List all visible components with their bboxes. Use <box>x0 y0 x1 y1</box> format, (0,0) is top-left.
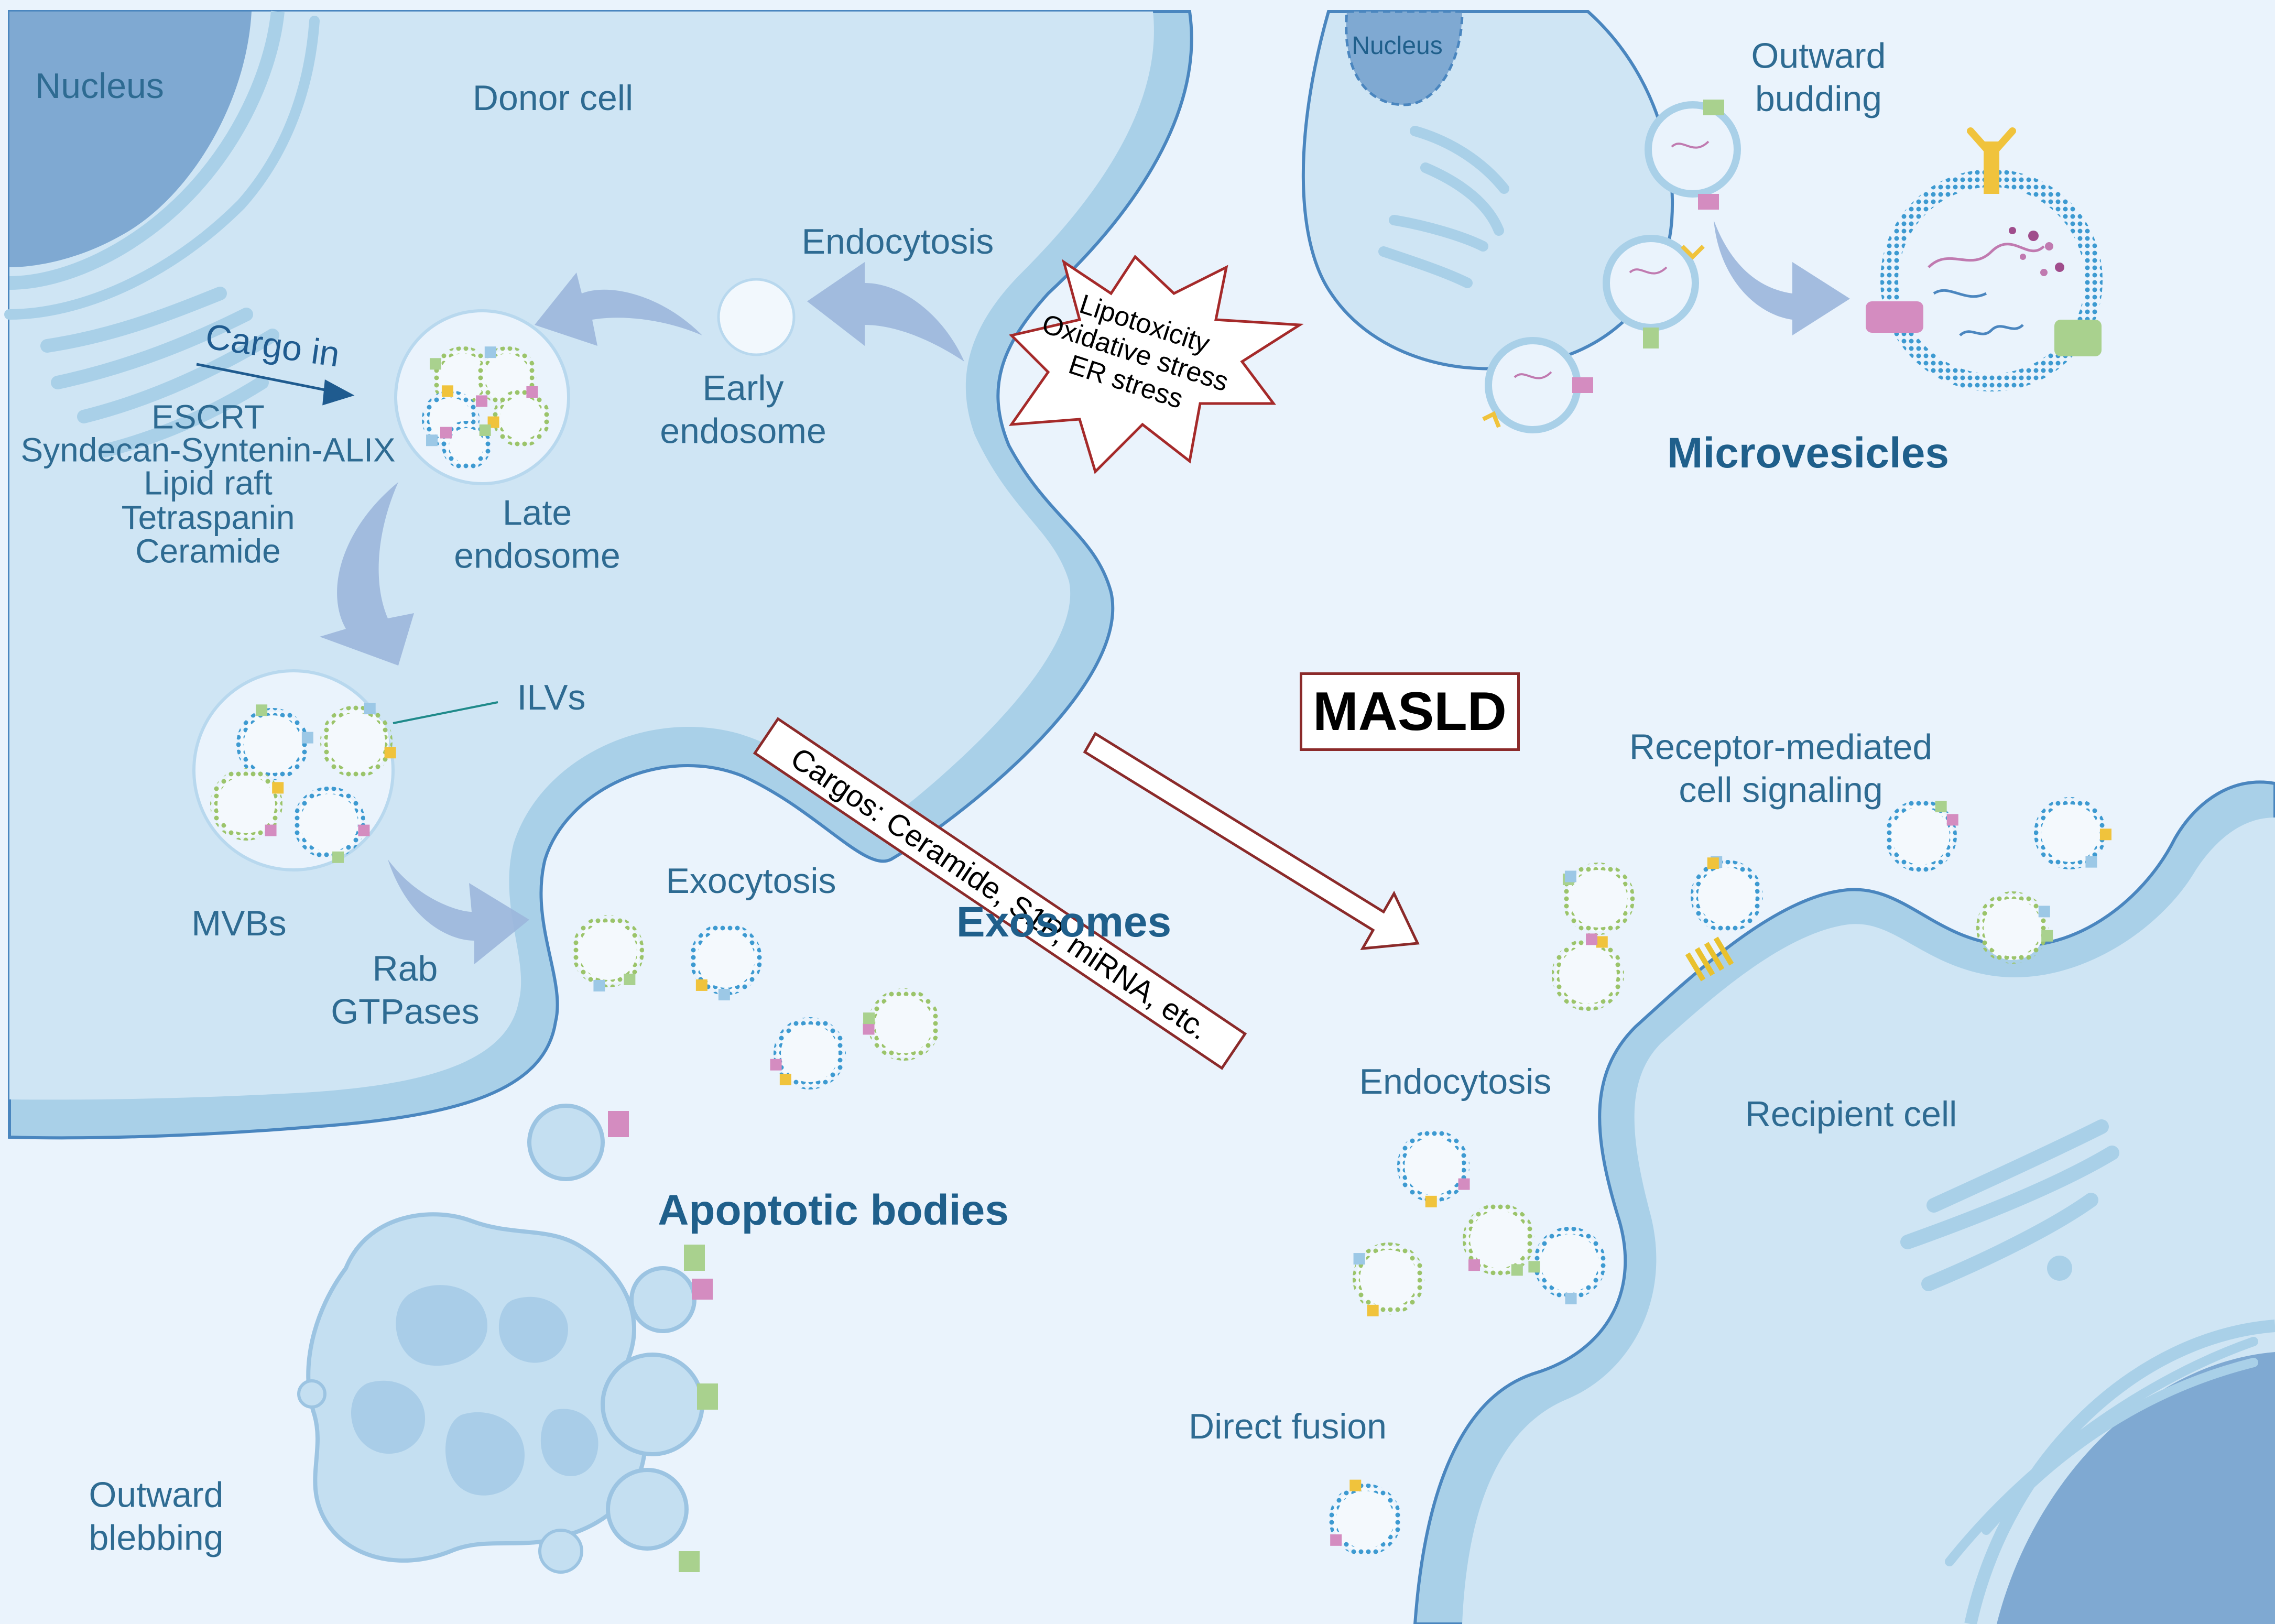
apoptotic-cell <box>306 1212 648 1563</box>
exosome-vesicle <box>320 703 396 778</box>
early-endosome-label: Early endosome <box>660 368 826 451</box>
recipient-receptor <box>1685 936 1734 982</box>
cargo-in-arrow <box>196 363 355 406</box>
exosome-vesicles <box>210 346 2111 1556</box>
masld-box: MASLD <box>1300 672 1520 751</box>
microvesicle-large-markers <box>1866 127 2102 356</box>
arrow-mvb-to-exocytosis <box>388 859 529 964</box>
sorting-lipid-raft: Lipid raft <box>144 464 273 502</box>
exosome-vesicle <box>487 386 550 447</box>
exosomes-title: Exosomes <box>956 898 1172 946</box>
donor-nucleus <box>9 12 252 267</box>
recipient-endocytosis-label: Endocytosis <box>1359 1062 1552 1102</box>
recipient-golgi <box>1900 1119 2119 1291</box>
donor-cell-title: Donor cell <box>472 78 634 118</box>
exosome-vesicle <box>236 704 313 780</box>
sorting-syndecan: Syndecan-Syntenin-ALIX <box>20 431 396 469</box>
exosome-vesicle <box>440 421 491 470</box>
exosome-vesicle <box>690 923 762 1000</box>
exosome-vesicle <box>1552 933 1624 1011</box>
exosome-vesicle <box>1463 1203 1535 1276</box>
apoptotic-bodies-title: Apoptotic bodies <box>658 1186 1009 1234</box>
arrow-late-to-mvb <box>320 482 414 666</box>
microvesicle-golgi <box>1378 126 1509 288</box>
exosome-vesicle <box>293 787 370 863</box>
microvesicle-large-cargo <box>1928 227 2064 336</box>
sorting-tetraspanin: Tetraspanin <box>121 498 295 537</box>
exosome-vesicle <box>1976 891 2053 964</box>
ilv-leader-line <box>393 701 498 724</box>
microvesicle-large <box>1887 176 2096 385</box>
donor-endocytosis-label: Endocytosis <box>801 222 994 262</box>
early-endosome <box>717 278 796 356</box>
recipient-nucleus-envelope <box>1964 1320 2275 1624</box>
donor-golgi <box>40 287 279 457</box>
donor-nucleus-label: Nucleus <box>35 66 164 106</box>
stress-star <box>1008 255 1304 474</box>
microvesicles-title: Microvesicles <box>1667 429 1949 477</box>
apoptotic-bodies <box>297 1104 718 1574</box>
flow-arrows <box>320 220 1850 964</box>
direct-fusion-label: Direct fusion <box>1189 1407 1387 1447</box>
mvbs-label: MVBs <box>191 903 287 944</box>
recipient-vesicle-small <box>2047 1256 2072 1281</box>
outward-blebbing-label: Outward blebbing <box>89 1475 224 1557</box>
exosome-vesicle <box>210 768 284 841</box>
exosome-vesicle <box>1397 1130 1470 1207</box>
microvesicle-nucleus <box>1345 10 1464 106</box>
budding-vesicles <box>1482 100 1741 433</box>
recipient-nucleus <box>1997 1352 2275 1624</box>
exocytosis-label: Exocytosis <box>666 861 836 901</box>
outward-budding-label: Outward budding <box>1751 36 1886 118</box>
arrow-budding <box>1714 220 1850 335</box>
donor-er <box>4 16 320 320</box>
sorting-ceramide: Ceramide <box>135 532 281 570</box>
recipient-cell-title: Recipient cell <box>1745 1094 1957 1135</box>
receptor-signaling-label: Receptor-mediated cell signaling <box>1629 727 1933 810</box>
late-endosome-label: Late endosome <box>454 493 621 575</box>
exosome-vesicle <box>1885 800 1958 872</box>
recipient-er <box>1945 1337 2258 1566</box>
sorting-escrt: ESCRT <box>151 398 265 436</box>
arrow-masld <box>1083 732 1420 950</box>
exosome-vesicle <box>770 1017 846 1089</box>
exosome-vesicle <box>1528 1227 1606 1304</box>
arrow-early-to-late <box>535 273 702 346</box>
ilvs-label: ILVs <box>517 678 586 718</box>
exosome-vesicle <box>572 915 644 991</box>
exosome-vesicle <box>1353 1242 1425 1316</box>
donor-nucleus-envelope <box>9 10 285 290</box>
exosome-vesicle <box>1691 856 1763 932</box>
rab-gtpases-label: Rab GTPases <box>331 949 480 1031</box>
microvesicle-nucleus-label: Nucleus <box>1352 32 1443 60</box>
arrow-endocytosis <box>807 262 964 362</box>
exosome-vesicle <box>1329 1479 1401 1556</box>
exosome-vesicle <box>2034 797 2111 869</box>
exosome-vesicle <box>863 988 940 1061</box>
exosome-vesicle <box>1562 863 1635 935</box>
